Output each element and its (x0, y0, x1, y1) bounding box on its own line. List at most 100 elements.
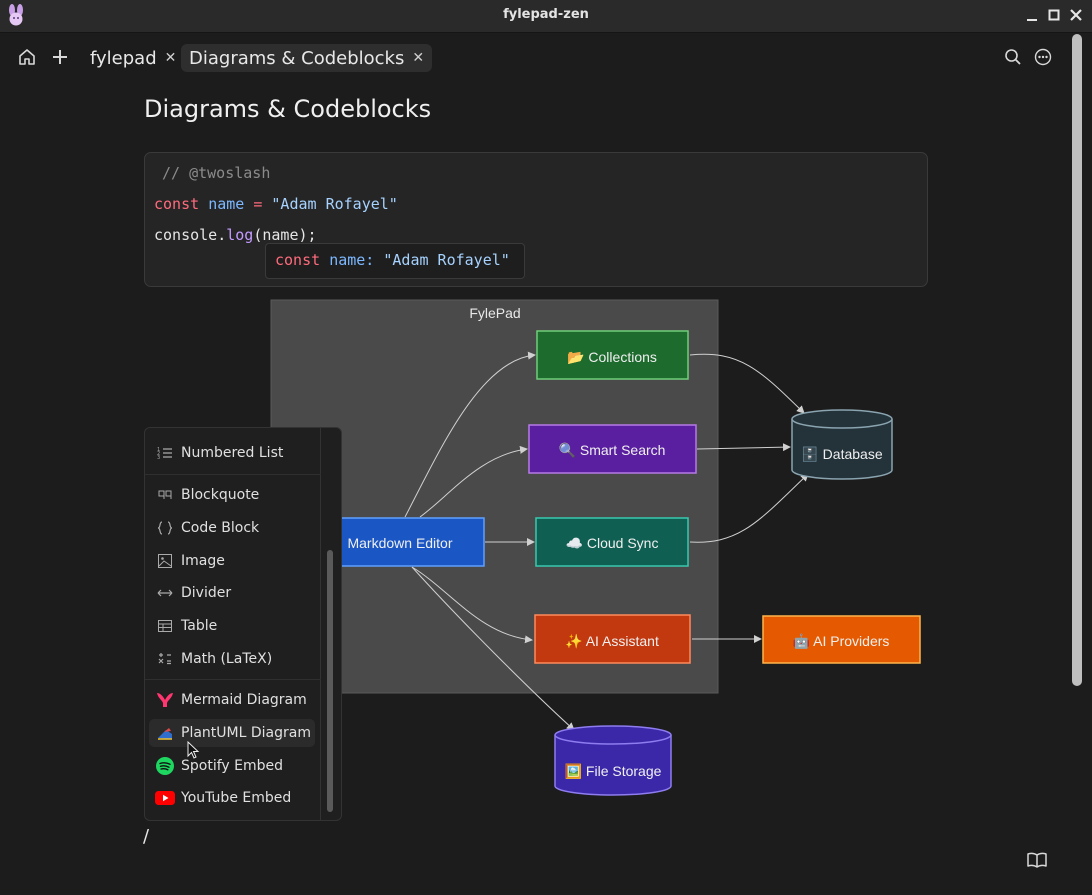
edge-editor-collections (404, 351, 536, 518)
menu-item-label: PlantUML Diagram (181, 725, 311, 741)
more-icon (1034, 48, 1052, 66)
plus-icon (53, 50, 67, 64)
node-ai-assistant-label: ✨ AI Assistant (565, 633, 659, 649)
divider-icon (155, 583, 175, 603)
menu-item-label: Math (LaTeX) (181, 651, 273, 667)
svg-text:2: 2 (157, 451, 160, 457)
node-ai-providers-label: 🤖 AI Providers (793, 633, 890, 650)
title-bar: fylepad-zen (0, 0, 1092, 33)
code-line-1: const name = "Adam Rofayel" (154, 195, 398, 213)
menu-separator (145, 679, 321, 680)
code-block[interactable]: // @twoslash const name = "Adam Rofayel"… (144, 152, 928, 287)
node-cloud-sync-label: ☁️ Cloud Sync (566, 535, 659, 551)
code-string: "Adam Rofayel" (271, 195, 398, 213)
popup-value: "Adam Rofayel" (383, 251, 510, 269)
plantuml-icon (155, 723, 175, 743)
node-markdown-editor-label: Markdown Editor (347, 535, 452, 551)
menu-item-table[interactable]: Table (149, 612, 315, 640)
minimize-icon[interactable] (1024, 7, 1040, 23)
node-ai-assistant (534, 614, 691, 664)
svg-text:1: 1 (157, 447, 160, 453)
node-smart-search (528, 424, 697, 474)
menu-item-label: Mermaid Diagram (181, 692, 307, 708)
mouse-cursor-icon (187, 741, 200, 759)
tab-label: fylepad (90, 47, 157, 69)
menu-item-blockquote[interactable]: Blockquote (149, 481, 315, 509)
code-comment: // @twoslash (162, 164, 271, 182)
svg-text:3: 3 (157, 455, 160, 461)
tab-bar: fylepad ✕ Diagrams & Codeblocks ✕ (0, 33, 1092, 81)
menu-item-label: Blockquote (181, 487, 260, 503)
code-operator: = (253, 195, 263, 213)
code-block-icon (155, 518, 175, 538)
table-icon (155, 616, 175, 636)
close-tab-icon[interactable]: ✕ (164, 50, 177, 66)
twoslash-popup: const name: "Adam Rofayel" (265, 243, 525, 279)
code-line-2: console.log(name); (154, 226, 317, 244)
code-keyword: const (154, 195, 200, 213)
editor-scrollbar[interactable] (1072, 34, 1082, 686)
search-button[interactable] (1002, 46, 1024, 68)
node-collections (536, 330, 689, 380)
node-smart-search-label: 🔍 Smart Search (559, 441, 666, 459)
node-database (791, 409, 893, 480)
menu-item-label: YouTube Embed (181, 790, 292, 806)
menu-item-mermaid-diagram[interactable]: Mermaid Diagram (149, 686, 315, 714)
node-database-label: 🗄️ Database (801, 446, 882, 463)
menu-item-code-block[interactable]: Code Block (149, 514, 315, 542)
blockquote-icon (155, 485, 175, 505)
home-button[interactable] (16, 46, 38, 68)
slash-input-text[interactable]: / (143, 826, 150, 847)
maximize-icon[interactable] (1046, 7, 1062, 23)
menu-item-image[interactable]: Image (149, 547, 315, 575)
node-collections-label: 📂 Collections (567, 349, 657, 365)
edge-smartsearch-database (696, 443, 791, 452)
menu-item-label: Spotify Embed (181, 758, 284, 774)
mermaid-icon (155, 690, 175, 710)
menu-item-spotify-embed[interactable]: Spotify Embed (149, 752, 315, 780)
more-options-button[interactable] (1032, 46, 1054, 68)
menu-item-label: Image (181, 553, 225, 569)
menu-item-label: Divider (181, 585, 232, 601)
menu-item-math-latex[interactable]: Math (LaTeX) (149, 645, 315, 673)
edge-editor-smartsearch (419, 445, 528, 518)
node-cloud-sync (535, 517, 689, 567)
popup-name: name: (329, 251, 375, 269)
close-window-icon[interactable] (1068, 7, 1084, 23)
search-icon (1005, 49, 1021, 65)
window-title: fylepad-zen (503, 7, 589, 22)
document-title[interactable]: Diagrams & Codeblocks (144, 95, 432, 123)
youtube-icon (155, 788, 175, 808)
edge-collections-database (689, 353, 805, 414)
close-tab-icon[interactable]: ✕ (412, 50, 425, 66)
menu-scrollbar[interactable] (327, 550, 333, 812)
tab-label: Diagrams & Codeblocks (189, 47, 405, 69)
edge-editor-filestorage (411, 566, 575, 731)
menu-item-divider[interactable]: Divider (149, 579, 315, 607)
edge-cloudsync-database (689, 473, 809, 543)
tab-diagrams-codeblocks[interactable]: Diagrams & Codeblocks ✕ (181, 44, 433, 72)
node-file-storage (554, 725, 672, 796)
node-ai-providers (762, 615, 921, 664)
group-label: FylePad (469, 305, 520, 321)
spotify-icon (155, 756, 175, 776)
menu-item-youtube-embed[interactable]: YouTube Embed (149, 784, 315, 812)
menu-separator (145, 474, 321, 475)
tab-fylepad[interactable]: fylepad ✕ (90, 44, 176, 72)
code-object: console. (154, 226, 227, 244)
menu-item-label: Table (181, 618, 218, 634)
popup-keyword: const (275, 251, 321, 269)
popup-line: const name: "Adam Rofayel" (275, 251, 510, 269)
code-variable: name (208, 195, 245, 213)
app-logo-icon (9, 4, 23, 26)
image-icon (155, 551, 175, 571)
new-tab-button[interactable] (49, 46, 71, 68)
menu-item-label: Numbered List (181, 445, 284, 461)
home-icon (19, 49, 35, 65)
menu-item-plantuml-diagram[interactable]: PlantUML Diagram (149, 719, 315, 747)
menu-item-label: Code Block (181, 520, 260, 536)
reading-mode-icon[interactable] (1027, 851, 1047, 869)
